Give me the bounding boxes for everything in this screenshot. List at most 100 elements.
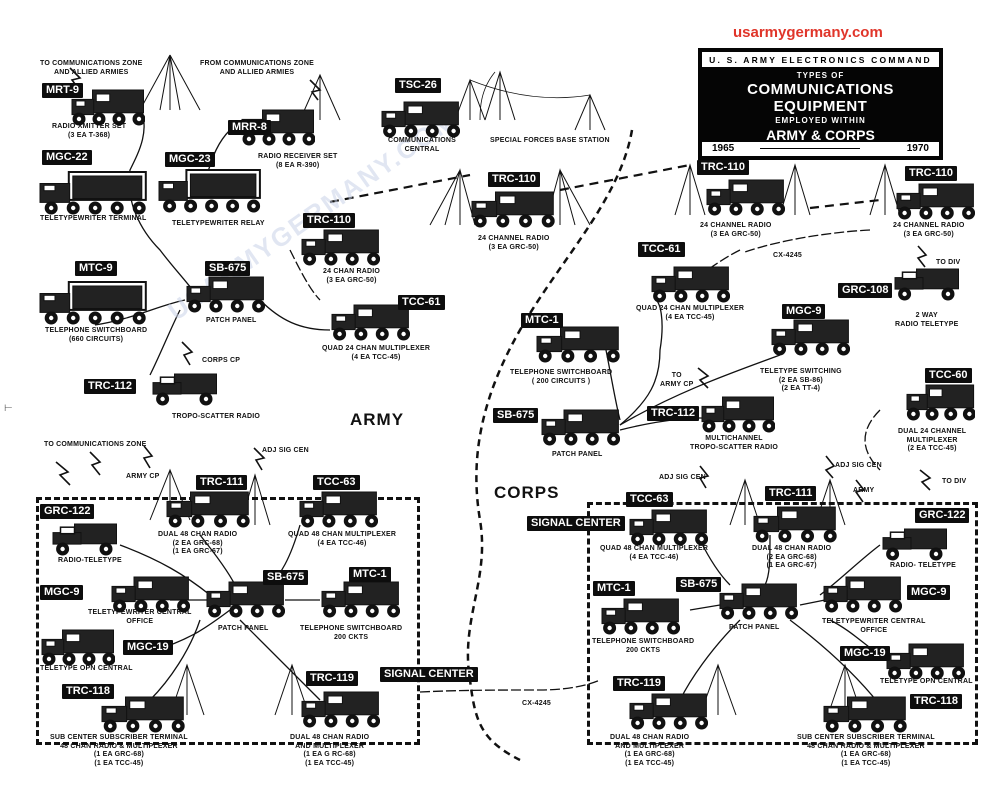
tcc63a-label: QUAD 48 CHAN MULTIPLEXER(4 EA TCC-46) xyxy=(288,531,396,548)
sb675d-tag: SB-675 xyxy=(676,577,722,592)
mtc1a-label: TELEPHONE SWITCHBOARD( 200 CIRCUITS ) xyxy=(510,369,612,386)
mtc1b-label-line: TELEPHONE SWITCHBOARD xyxy=(300,625,403,632)
sb675d-label-line: PATCH PANEL xyxy=(729,624,780,631)
trc110b-label: 24 CHAN RADIO(3 EA GRC-50) xyxy=(323,268,380,285)
mgc19a-tag: MGC-19 xyxy=(123,640,173,655)
mgc9a-label-line: TELETYPE SWITCHING xyxy=(760,368,842,375)
sb675b-tag: SB-675 xyxy=(493,408,539,423)
corps-signal-center-box xyxy=(587,502,978,745)
tsc26-label-line: COMMUNICATIONS xyxy=(388,137,456,144)
grc122a-vehicle-icon xyxy=(50,520,120,556)
trc110b-vehicle-icon xyxy=(300,228,380,266)
mgc9a-vehicle-icon xyxy=(770,318,850,356)
sb675a-tag: SB-675 xyxy=(205,261,251,276)
mgc9b-vehicle-icon xyxy=(110,575,190,613)
tcc60-label-line: (2 EA TCC-45) xyxy=(907,445,957,452)
trc111a-vehicle-icon xyxy=(165,490,250,528)
trc110b-label-line: 24 CHAN RADIO xyxy=(323,268,381,275)
trc118a-label-line: (1 EA GRC-68) xyxy=(93,751,145,758)
trc119b-label-line: AND MULTIPLEXER xyxy=(615,742,685,750)
mgc22-label: TELETYPEWRITER TERMINAL xyxy=(40,215,147,224)
mgc19b-tag: MGC-19 xyxy=(840,646,890,661)
tcc61a-vehicle-icon xyxy=(330,303,410,341)
mtc1b-label-line: 200 CKTS xyxy=(333,633,369,641)
trc118a-label-line: 48 CHAN RADIO & MULTIPLEXER xyxy=(60,742,178,750)
tcc61b-label-line: (4 EA TCC-45) xyxy=(665,313,715,321)
trc110a-tag: TRC-110 xyxy=(488,172,541,187)
mgc9a-label-line: (2 EA SB-86) xyxy=(778,376,823,384)
trc119b-label-line: (1 EA TCC-45) xyxy=(625,759,675,767)
title-employed: EMPLOYED WITHIN xyxy=(775,116,866,125)
mgc23-label: TELETYPEWRITER RELAY xyxy=(172,220,265,229)
site-watermark[interactable]: usarmygermany.com xyxy=(733,24,883,41)
tcc61b-tag: TCC-61 xyxy=(638,242,685,257)
mgc19b-vehicle-icon xyxy=(885,642,965,680)
tcc63b-tag: TCC-63 xyxy=(626,492,673,507)
grc108-label-line: 2 WAY xyxy=(915,312,938,319)
section-army: ARMY xyxy=(350,410,405,429)
trc110c-label-line: (3 EA GRC-50) xyxy=(710,230,761,238)
grc122b-label: RADIO- TELETYPE xyxy=(890,562,956,571)
sb675a-label: PATCH PANEL xyxy=(206,317,256,326)
sb675d-vehicle-icon xyxy=(718,582,798,620)
grc122b-tag: GRC-122 xyxy=(915,508,970,523)
mgc23-tag: MGC-23 xyxy=(165,152,215,167)
trc119a-label-line: AND MULTIPLEXER xyxy=(295,742,365,750)
note-to-div-b: TO DIV xyxy=(936,259,961,266)
trc110b-label-line: (3 EA GRC-50) xyxy=(326,276,377,284)
mrr8-label-line: RADIO RECEIVER SET xyxy=(258,153,338,160)
mgc22-label-line: TELETYPEWRITER TERMINAL xyxy=(40,215,147,222)
trc111b-label-line: (1 EA GRC-67) xyxy=(766,562,817,569)
mgc9b-tag: MGC-9 xyxy=(40,585,84,600)
mrr8-tag: MRR-8 xyxy=(228,120,271,135)
trc119a-vehicle-icon xyxy=(300,690,380,728)
trc118a-label-line: SUB CENTER SUBSCRIBER TERMINAL xyxy=(50,734,188,741)
mgc19b-label-line: TELETYPE OPN CENTRAL xyxy=(880,678,973,685)
trc110c-label: 24 CHANNEL RADIO(3 EA GRC-50) xyxy=(700,222,772,239)
tcc63a-vehicle-icon xyxy=(298,490,378,528)
note-to-comm-zone: TO COMMUNICATIONS ZONE xyxy=(44,441,147,448)
trc118a-vehicle-icon xyxy=(100,695,185,733)
mgc9b-label-line: TELETYPEWRITER CENTRAL xyxy=(88,609,192,616)
sb675c-tag: SB-675 xyxy=(263,570,309,585)
trc112a-tag: TRC-112 xyxy=(84,379,137,394)
tcc61b-vehicle-icon xyxy=(650,265,730,303)
trc110c-vehicle-icon xyxy=(705,178,785,216)
trc112b-vehicle-icon xyxy=(700,395,775,433)
mtc1c-label-line: 200 CKTS xyxy=(625,646,661,654)
mtc1a-tag: MTC-1 xyxy=(521,313,563,328)
margin-mark: ⊢ xyxy=(4,403,13,414)
tcc60-label-line: MULTIPLEXER xyxy=(906,436,958,444)
trc111b-label-line: (2 EA GRC-68) xyxy=(766,553,817,561)
mrr8-label-line: (8 EA R-390) xyxy=(276,161,320,169)
mrt9-label: RADIO XMITTER SET(3 EA T-368) xyxy=(52,123,126,140)
trc111a-tag: TRC-111 xyxy=(196,475,248,490)
sb675d-label: PATCH PANEL xyxy=(729,624,779,633)
trc118b-tag: TRC-118 xyxy=(910,694,963,709)
grc122a-tag: GRC-122 xyxy=(40,504,95,519)
trc112a-vehicle-icon xyxy=(150,370,220,406)
mtc9-label: TELEPHONE SWITCHBOARD(660 CIRCUITS) xyxy=(45,327,147,344)
mtc9-label-line: (660 CIRCUITS) xyxy=(69,335,124,343)
mrt9-label-line: RADIO XMITTER SET xyxy=(52,123,127,130)
mgc9c-vehicle-icon xyxy=(822,575,902,613)
tcc61a-label: QUAD 24 CHAN MULTIPLEXER(4 EA TCC-45) xyxy=(322,345,430,362)
trc110a-label: 24 CHANNEL RADIO(3 EA GRC-50) xyxy=(478,235,550,252)
mtc1c-label-line: TELEPHONE SWITCHBOARD xyxy=(592,638,695,645)
trc119a-label-line: (1 EA TCC-45) xyxy=(305,759,355,767)
title-box: U. S. ARMY ELECTRONICS COMMAND TYPES OF … xyxy=(698,48,943,160)
trc119a-label-line: DUAL 48 CHAN RADIO xyxy=(290,734,370,741)
mtc9-tag: MTC-9 xyxy=(75,261,117,276)
sb675b-label: PATCH PANEL xyxy=(552,451,602,460)
grc122a-label-line: RADIO-TELETYPE xyxy=(58,557,122,564)
trc110c-tag: TRC-110 xyxy=(697,160,750,175)
tcc61a-label-line: (4 EA TCC-45) xyxy=(351,353,401,361)
mgc9c-tag: MGC-9 xyxy=(907,585,951,600)
